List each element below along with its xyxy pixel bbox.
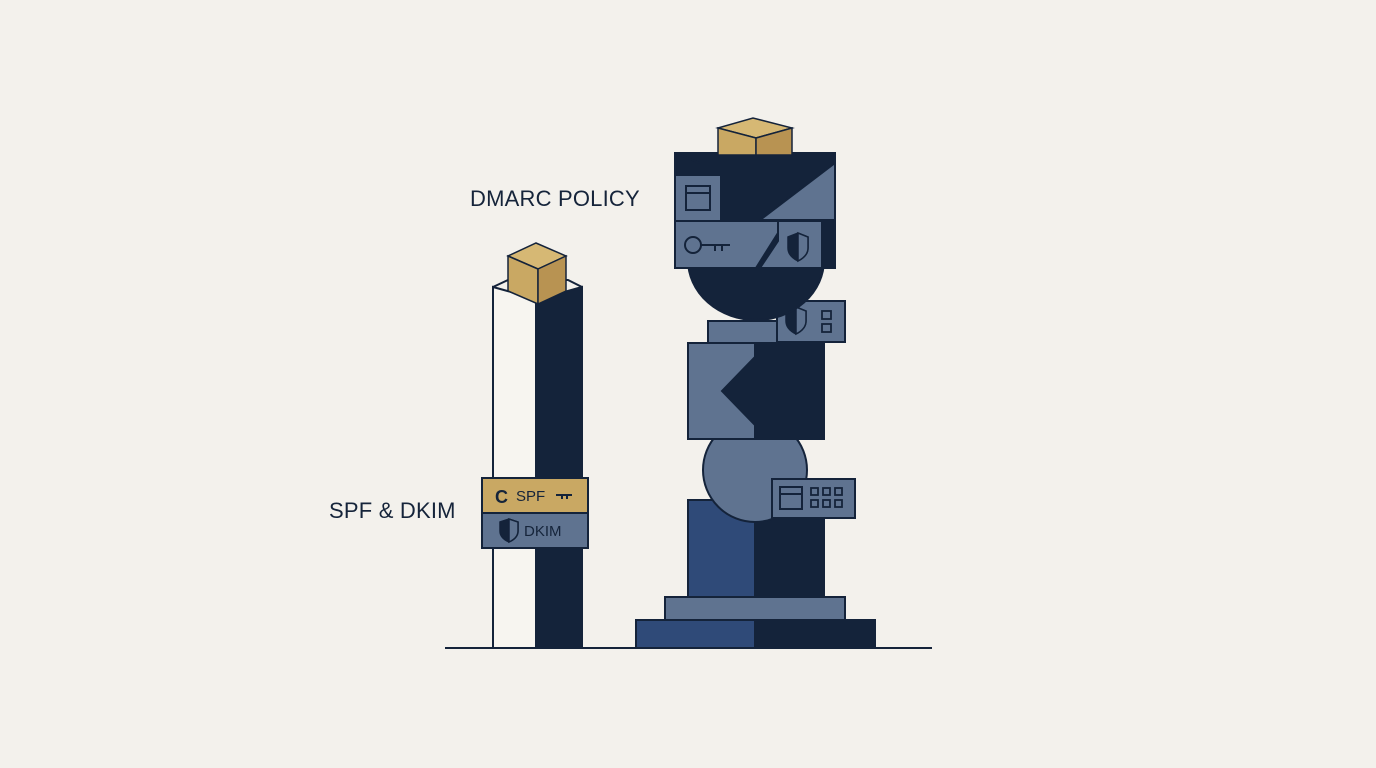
shield-box [758, 220, 823, 269]
grid-icon [810, 487, 843, 508]
cube-icon [715, 117, 795, 156]
spf-dkim-pillar: C SPF DKIM [481, 242, 589, 649]
tower-head-dome [686, 259, 826, 321]
spf-dkim-label: SPF & DKIM [329, 498, 456, 523]
window-icon [779, 486, 803, 510]
tower-middle-chevron [687, 342, 756, 440]
window-icon [685, 185, 711, 211]
shield-panel [776, 300, 846, 343]
key-icon [556, 494, 572, 499]
tower-base-bottom-left [635, 619, 756, 649]
dmarc-tower [635, 117, 876, 649]
spf-tag: C SPF [481, 477, 589, 514]
tower-base-step [664, 596, 846, 621]
grid-panel [771, 478, 856, 519]
key-icon [684, 236, 730, 254]
dkim-tag-label: DKIM [524, 523, 562, 540]
pillar-light-face [492, 285, 541, 649]
c-icon: C [495, 487, 508, 507]
window-panel [674, 174, 722, 222]
spf-tag-label: SPF [516, 488, 545, 505]
dkim-tag: DKIM [481, 512, 589, 549]
tower-base-bottom-right [754, 619, 876, 649]
pillar-dark-face [535, 285, 583, 649]
cube-icon [506, 242, 568, 306]
dmarc-policy-label: DMARC POLICY [470, 186, 640, 211]
